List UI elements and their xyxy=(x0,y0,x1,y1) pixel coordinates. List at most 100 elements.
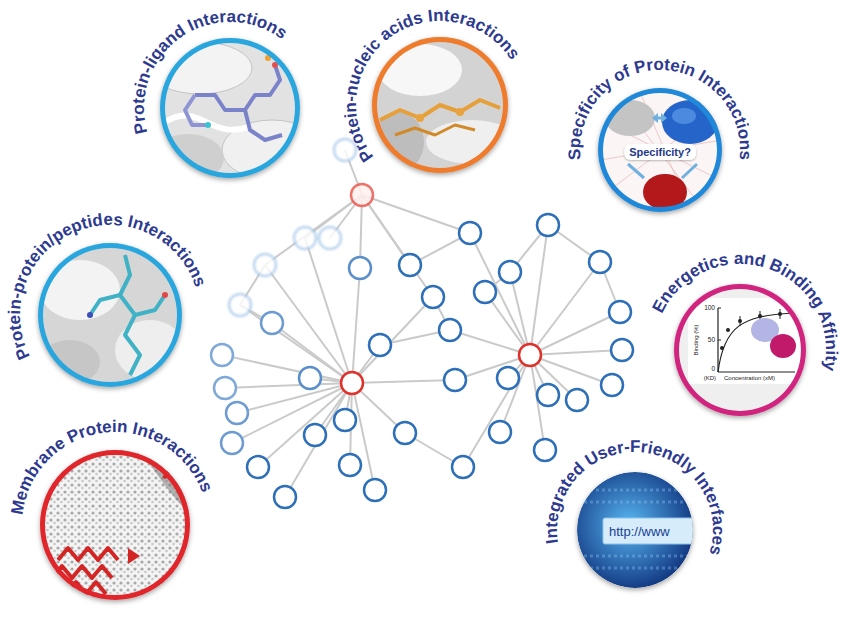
curved-heading-layer: Protein-ligand Interactions xyxy=(160,38,300,178)
network-line xyxy=(530,262,600,355)
network-line xyxy=(285,383,352,497)
binding-chart-illustration xyxy=(780,309,781,319)
specificity-illustration xyxy=(598,88,722,212)
membrane-illustration xyxy=(66,582,106,594)
nucleic-illustration xyxy=(426,120,518,164)
network-node xyxy=(489,421,511,443)
topic-heading-path: Energetics and Binding Affinity xyxy=(648,249,841,373)
topic-heading-path: Membrane Protein Interactions xyxy=(7,417,216,516)
network-line xyxy=(352,380,455,383)
network-node xyxy=(339,454,361,476)
inner-label: Concentration (xM) xyxy=(724,375,775,382)
hub-node xyxy=(351,184,373,206)
specificity-illustration xyxy=(652,113,658,123)
network-line xyxy=(463,355,530,467)
ligand-illustration xyxy=(205,122,211,128)
nucleic-illustration xyxy=(380,100,500,120)
nucleic-illustration xyxy=(416,114,424,122)
network-node xyxy=(609,301,631,323)
specificity-illustration xyxy=(672,108,696,124)
hub-node xyxy=(519,344,541,366)
network-line xyxy=(265,195,362,265)
network-node-faded xyxy=(294,227,316,249)
network-node xyxy=(439,319,461,341)
specificity-illustration xyxy=(628,164,644,178)
network-node xyxy=(422,286,444,308)
network-node xyxy=(349,257,371,279)
inner-label: 0 xyxy=(711,365,715,372)
ligand-illustration xyxy=(272,62,278,68)
interface-illustration xyxy=(578,555,695,558)
network-node xyxy=(369,334,391,356)
specificity-illustration xyxy=(643,174,687,210)
hub-node xyxy=(341,372,363,394)
nucleic-illustration xyxy=(372,112,424,172)
network-node xyxy=(211,344,233,366)
binding-chart-illustration xyxy=(726,328,730,332)
network-line xyxy=(240,305,352,383)
membrane-illustration xyxy=(164,470,182,478)
network-line xyxy=(362,195,470,233)
binding-chart-illustration xyxy=(740,316,741,326)
network-node xyxy=(474,281,496,303)
specificity-illustration xyxy=(600,92,722,210)
network-node xyxy=(334,409,356,431)
network-line xyxy=(530,350,622,355)
topic-heading-path: Integrated User-Friendly Interfaces xyxy=(542,437,728,557)
network-node xyxy=(399,254,421,276)
network-node xyxy=(499,261,521,283)
topic-heading: Protein-nucleic acids Interactions xyxy=(341,6,524,165)
interface-illustration xyxy=(577,472,697,588)
ligand-illustration xyxy=(265,55,271,61)
topic-circle: Integrated User-Friendly Interfaceshttp:… xyxy=(577,472,693,588)
specificity-illustration xyxy=(662,100,718,144)
peptide-illustration xyxy=(40,260,120,320)
topic-heading-path: Specificity of Protein Interactions xyxy=(565,55,755,161)
network-node xyxy=(452,456,474,478)
binding-chart-illustration xyxy=(720,346,724,350)
network-node xyxy=(537,214,559,236)
hub-node xyxy=(341,184,541,394)
network-node xyxy=(394,422,416,444)
network-line xyxy=(510,272,530,355)
network-node xyxy=(221,432,243,454)
binding-chart-illustration xyxy=(718,371,795,372)
network-line xyxy=(352,268,360,383)
network-line xyxy=(450,330,530,355)
topic-heading-path: Protein-ligand Interactions xyxy=(129,7,291,136)
network-line xyxy=(362,195,433,297)
topic-circle: Protein-ligand Interactions xyxy=(160,38,300,178)
network-node xyxy=(497,367,519,389)
binding-chart-illustration xyxy=(688,298,800,384)
network-node xyxy=(364,479,386,501)
membrane-illustration xyxy=(52,566,112,578)
membrane-illustration xyxy=(128,548,140,564)
inner-label: 50 xyxy=(708,336,715,343)
ligand-illustration xyxy=(195,65,280,110)
ligand-illustration xyxy=(148,38,322,182)
network-node xyxy=(589,251,611,273)
inner-label: http://www xyxy=(609,525,670,539)
network-line xyxy=(470,233,530,355)
membrane-illustration xyxy=(40,448,195,600)
binding-chart-illustration xyxy=(718,308,795,372)
ligand-illustration xyxy=(152,134,224,182)
ligand-illustration xyxy=(245,110,282,140)
network-node-faded xyxy=(254,254,276,276)
topic-heading-path: Protein-nucleic acids Interactions xyxy=(341,6,524,165)
membrane-illustration xyxy=(40,450,190,600)
network-node xyxy=(537,384,559,406)
binding-chart-illustration xyxy=(674,284,806,416)
network-node xyxy=(261,312,283,334)
network-line xyxy=(222,150,622,497)
specificity-illustration xyxy=(598,88,722,212)
ligand-illustration xyxy=(185,95,208,125)
network-node xyxy=(226,402,248,424)
specificity-illustration xyxy=(661,113,667,123)
network-node xyxy=(299,367,321,389)
peptide-illustration xyxy=(87,312,93,318)
network-node xyxy=(444,369,466,391)
network-node xyxy=(459,222,481,244)
peptide-illustration xyxy=(38,243,185,387)
